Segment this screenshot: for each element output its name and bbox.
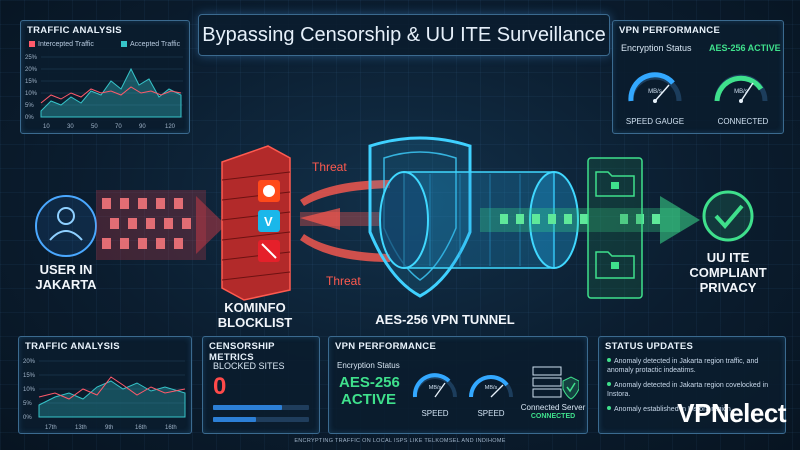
vpn-performance-panel-top: VPN PERFORMANCE Encryption Status AES-25… <box>612 20 784 134</box>
panel-title: TRAFFIC ANALYSIS <box>27 25 122 36</box>
x-tick: 90 <box>139 124 146 130</box>
x-tick: 13th <box>75 425 87 431</box>
x-tick: 70 <box>115 124 122 130</box>
server-icon <box>532 366 579 400</box>
blocked-sites-value: 0 <box>213 373 227 400</box>
censorship-metrics-panel: CENSORSHIP METRICS BLOCKED SITES 0 <box>202 336 320 434</box>
x-tick: 16th <box>135 425 147 431</box>
metric-bar-2 <box>213 417 256 422</box>
encrypted-data-stream <box>480 196 700 244</box>
x-tick: 9th <box>105 425 113 431</box>
metric-bar-1 <box>213 405 282 410</box>
encryption-status-label: Encryption Status <box>621 43 692 53</box>
y-tick: 10% <box>23 387 36 393</box>
panel-title: STATUS UPDATES <box>605 341 694 352</box>
accepted-area <box>40 67 182 118</box>
gauge-unit: MB/s <box>734 89 748 95</box>
status-item: Anomaly detected in Jakarta region covel… <box>607 382 769 398</box>
status-dot-icon <box>607 406 611 410</box>
encryption-status-value-line1: AES-256 <box>339 374 400 391</box>
server-status: CONNECTED <box>530 413 576 420</box>
x-tick: 10 <box>43 124 50 130</box>
y-tick: 25% <box>25 55 38 61</box>
gauge-unit: MB/s <box>484 385 498 391</box>
intercepted-line <box>38 376 186 400</box>
user-label: USER IN JAKARTA <box>35 262 97 292</box>
vpn-tunnel-icon <box>379 171 579 269</box>
y-tick: 15% <box>23 373 36 379</box>
legend-swatch-icon <box>29 41 35 47</box>
gauge-caption: CONNECTED <box>717 117 769 126</box>
vpn-performance-panel-bottom: VPN PERFORMANCE Encryption Status AES-25… <box>328 336 588 434</box>
legend-intercepted: Intercepted Traffic <box>29 41 94 48</box>
tunnel-label: AES-256 VPN TUNNEL <box>375 312 515 327</box>
connected-gauge-icon <box>714 74 768 103</box>
x-tick: 30 <box>67 124 74 130</box>
gauge-caption: SPEED <box>477 409 505 418</box>
y-tick: 5% <box>23 401 32 407</box>
gauge-unit: MB/s <box>428 385 442 391</box>
y-tick: 20% <box>25 67 38 73</box>
page-title: Bypassing Censorship & UU ITE Surveillan… <box>198 14 610 56</box>
threat-label-top: Threat <box>312 160 347 174</box>
bar-track <box>213 417 309 422</box>
y-tick: 0% <box>23 415 32 421</box>
secure-folders-icon <box>587 157 643 299</box>
y-tick: 20% <box>23 359 36 365</box>
vimeo-icon <box>258 210 280 232</box>
x-tick: 17th <box>45 425 57 431</box>
x-tick: 16th <box>165 425 177 431</box>
panel-title: VPN PERFORMANCE <box>335 341 437 352</box>
brand-logo: VPNelect <box>677 398 786 428</box>
blocklist-label: KOMINFO BLOCKLIST <box>217 300 293 330</box>
speed-gauge-icon <box>628 72 682 103</box>
legend-accepted: Accepted Traffic <box>121 41 180 48</box>
legend-swatch-icon <box>121 41 127 47</box>
svg-text:V: V <box>264 214 273 229</box>
panel-title: TRAFFIC ANALYSIS <box>25 341 120 352</box>
encryption-status-value-line2: ACTIVE <box>341 391 397 408</box>
checkmark-icon <box>702 190 754 242</box>
server-label: Connected Server <box>520 403 586 412</box>
status-item: Anomaly detected in Jakarta region traff… <box>607 358 759 374</box>
traffic-analysis-panel-bottom: TRAFFIC ANALYSIS 20% 15% 10% 5% 0% 17th … <box>18 336 192 434</box>
speed-gauge-icon <box>469 375 513 398</box>
traffic-chart-bottom: 20% 15% 10% 5% 0% 17th 13th 9th 16th 16t… <box>23 359 186 431</box>
gauge-caption: SPEED <box>421 409 449 418</box>
encryption-status-label: Encryption Status <box>337 361 400 370</box>
y-tick: 10% <box>25 91 38 97</box>
traffic-analysis-panel-top: TRAFFIC ANALYSIS Intercepted Traffic Acc… <box>20 20 190 134</box>
traffic-chart-top: 25% 20% 15% 10% 5% 0% 10 30 50 70 90 120 <box>25 55 183 130</box>
encryption-status-value: AES-256 ACTIVE <box>709 43 781 53</box>
blocked-data-stream <box>96 190 226 260</box>
status-updates-panel: STATUS UPDATES Anomaly detected in Jakar… <box>598 336 786 434</box>
y-tick: 0% <box>25 115 34 121</box>
gauge-unit: MB/s <box>648 89 662 95</box>
flow-diagram: V <box>35 136 754 301</box>
blocked-sites-label: BLOCKED SITES <box>213 361 285 371</box>
status-dot-icon <box>607 382 611 386</box>
compliant-label: UU ITE COMPLIANT PRIVACY <box>689 250 767 295</box>
status-item: Anomaly established in Instora region <box>607 405 777 414</box>
threat-arrows <box>300 180 390 262</box>
y-tick: 5% <box>25 103 34 109</box>
accepted-area <box>38 380 186 418</box>
footer-caption: ENCRYPTING TRAFFIC ON LOCAL ISPS LIKE TE… <box>294 438 506 444</box>
status-dot-icon <box>607 358 611 362</box>
user-icon <box>35 195 97 257</box>
panel-title: VPN PERFORMANCE <box>619 25 721 36</box>
panel-title: CENSORSHIP METRICS <box>209 341 275 363</box>
brick-wall-icon: V <box>221 145 291 301</box>
x-tick: 50 <box>91 124 98 130</box>
threat-label-bottom: Threat <box>326 274 361 288</box>
y-tick: 15% <box>25 79 38 85</box>
speed-gauge-icon <box>412 373 457 398</box>
x-tick: 120 <box>165 124 176 130</box>
gauge-caption: SPEED GAUGE <box>625 117 685 126</box>
intercepted-line <box>40 86 182 104</box>
